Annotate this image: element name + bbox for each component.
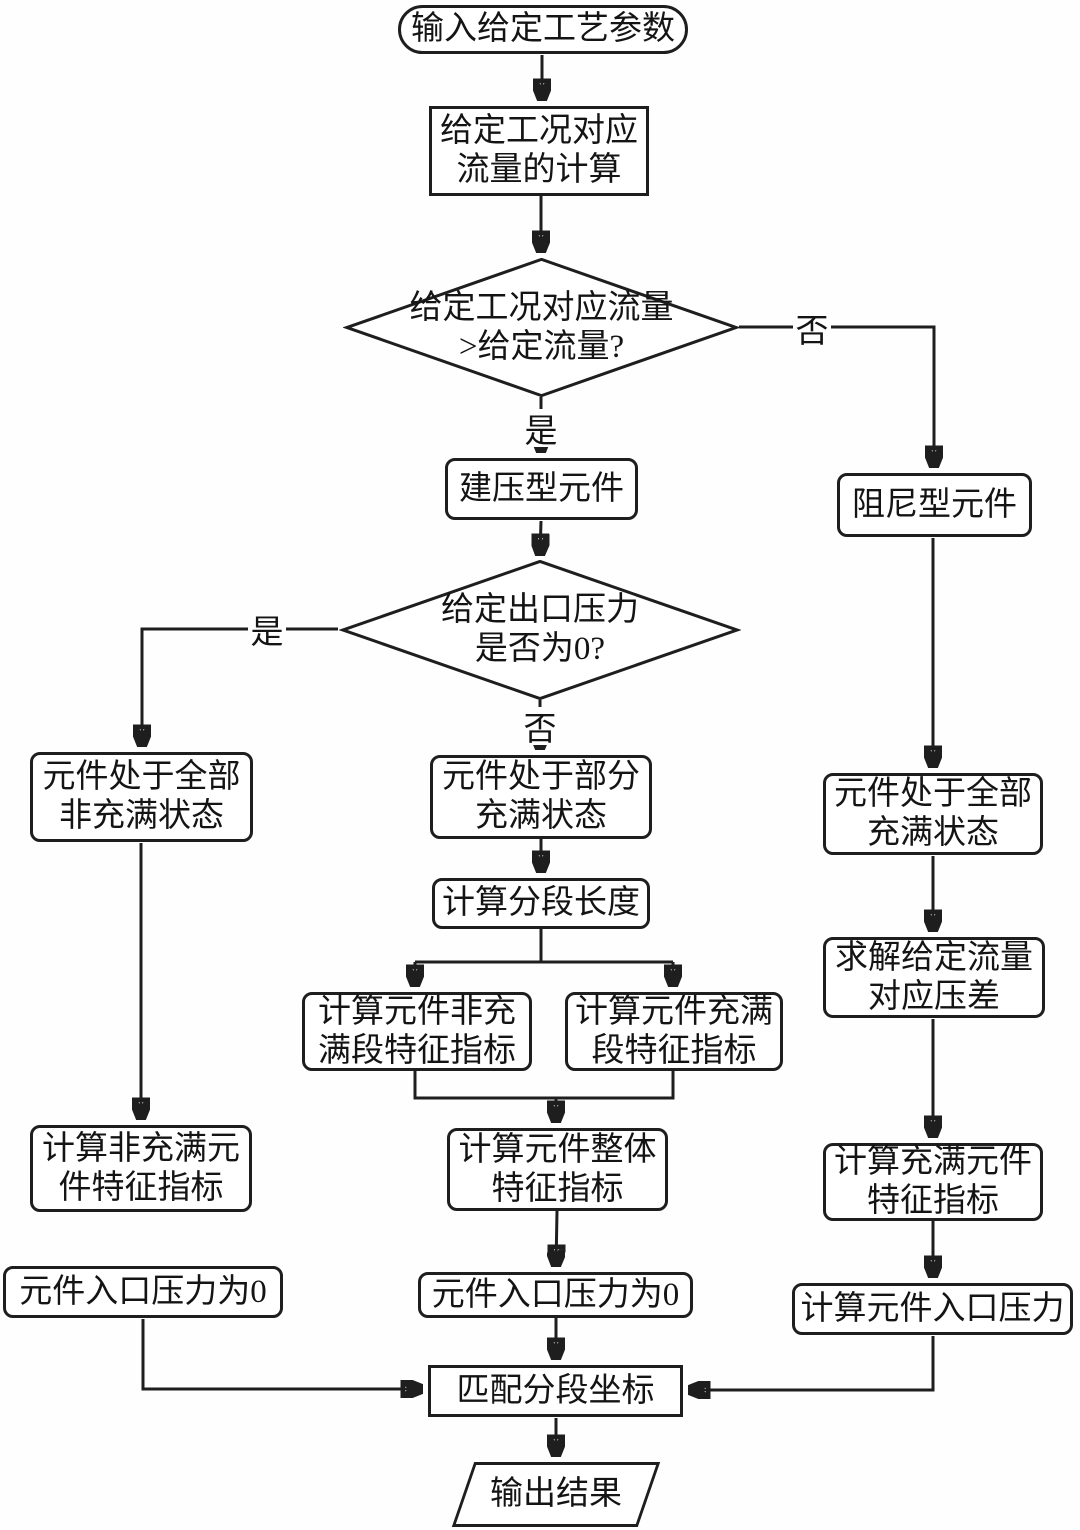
node-label-line2: 非充满状态 (59, 798, 224, 834)
node-calc-unfilled-segment-index: 计算元件非充 满段特征指标 (302, 992, 532, 1071)
node-label-line1: 元件处于全部 (834, 776, 1032, 813)
node-label: 输出结果 (490, 1476, 622, 1513)
decision-flow-compare: 给定工况对应流量 >给定流量? (343, 258, 740, 397)
node-calc-filled-segment-index: 计算元件充满 段特征指标 (565, 992, 783, 1071)
node-label-line2: 是否为0? (474, 631, 606, 667)
node-label: 元件入口压力为0 (431, 1276, 680, 1313)
node-label-line2: 充满状态 (475, 798, 607, 834)
diamond-shape (339, 560, 741, 700)
node-label: 输入给定工艺参数 (411, 11, 675, 48)
node-label-line2: 特征指标 (867, 1183, 999, 1219)
node-label: 计算分段长度 (442, 885, 640, 922)
node-match-segment-coords: 匹配分段坐标 (428, 1365, 683, 1417)
node-label-line1: 计算非充满元 (42, 1130, 240, 1167)
node-inlet-pressure-zero-left: 元件入口压力为0 (3, 1266, 283, 1318)
edge-leftinlet0-match (141, 1319, 423, 1389)
diamond-shape (343, 258, 740, 397)
label-decision1-yes: 是 (522, 409, 560, 450)
node-inlet-pressure-zero-mid: 元件入口压力为0 (418, 1272, 693, 1318)
node-calc-flow-for-condition: 给定工况对应 流量的计算 (429, 106, 649, 196)
node-label-line2: 对应压差 (868, 978, 1000, 1015)
node-label-line2: 件特征指标 (58, 1169, 224, 1206)
label-decision1-no: 否 (793, 309, 831, 350)
node-calc-segment-length: 计算分段长度 (432, 878, 650, 929)
node-output-result: 输出结果 (450, 1462, 662, 1527)
node-label-line1: 给定出口压力 (441, 592, 639, 629)
node-calc-filled-element-index: 计算充满元件 特征指标 (823, 1143, 1043, 1221)
decision-outlet-pressure-zero: 给定出口压力 是否为0? (339, 560, 741, 700)
node-label-line1: 元件处于部分 (442, 759, 640, 796)
node-label-line1: 计算元件非充 (318, 993, 516, 1030)
node-label-line1: 计算充满元件 (834, 1144, 1032, 1181)
edge-merge-horizontal (413, 1071, 675, 1100)
node-label-line1: 给定工况对应 (440, 113, 638, 150)
node-calc-inlet-pressure: 计算元件入口压力 (792, 1283, 1073, 1335)
node-label-line2: 特征指标 (491, 1170, 624, 1207)
node-label-line2: 满段特征指标 (318, 1032, 516, 1069)
node-label-line2: 充满状态 (867, 815, 999, 851)
node-label-line2: 流量的计算 (456, 152, 622, 188)
node-calc-unfilled-element-index: 计算非充满元 件特征指标 (30, 1125, 252, 1212)
node-label: 建压型元件 (459, 470, 624, 507)
node-fully-unfilled-state: 元件处于全部 非充满状态 (30, 752, 253, 842)
node-calc-overall-index: 计算元件整体 特征指标 (447, 1128, 668, 1211)
edge-pressure-decision2 (540, 520, 541, 556)
node-damping-element: 阻尼型元件 (837, 473, 1032, 537)
node-label: 阻尼型元件 (852, 486, 1017, 523)
node-label: 元件入口压力为0 (19, 1273, 267, 1310)
edge-overall-inlet0 (556, 1210, 557, 1267)
edge-calcinlet-match (688, 1336, 935, 1390)
edge-decision2-yes (142, 627, 338, 747)
node-label: 匹配分段坐标 (456, 1372, 655, 1409)
node-input-process-params: 输入给定工艺参数 (398, 5, 688, 54)
node-label: 计算元件入口压力 (800, 1290, 1065, 1327)
node-label-line2: 段特征指标 (591, 1032, 757, 1069)
node-label-line2: >给定流量? (458, 328, 625, 365)
node-label-line1: 计算元件充满 (575, 993, 773, 1030)
node-solve-pressure-diff: 求解给定流量 对应压差 (823, 937, 1045, 1018)
node-fully-filled-state: 元件处于全部 充满状态 (823, 773, 1043, 855)
label-decision2-yes: 是 (248, 610, 286, 651)
edge-decision1-no (739, 325, 934, 468)
node-label-line1: 元件处于全部 (42, 759, 241, 796)
node-partially-filled-state: 元件处于部分 充满状态 (430, 755, 652, 839)
node-label-line1: 求解给定流量 (835, 939, 1033, 976)
node-label-line1: 给定工况对应流量 (409, 289, 674, 326)
node-pressure-building-element: 建压型元件 (445, 458, 638, 520)
label-decision2-no: 否 (521, 707, 559, 748)
node-label-line1: 计算元件整体 (458, 1131, 657, 1168)
